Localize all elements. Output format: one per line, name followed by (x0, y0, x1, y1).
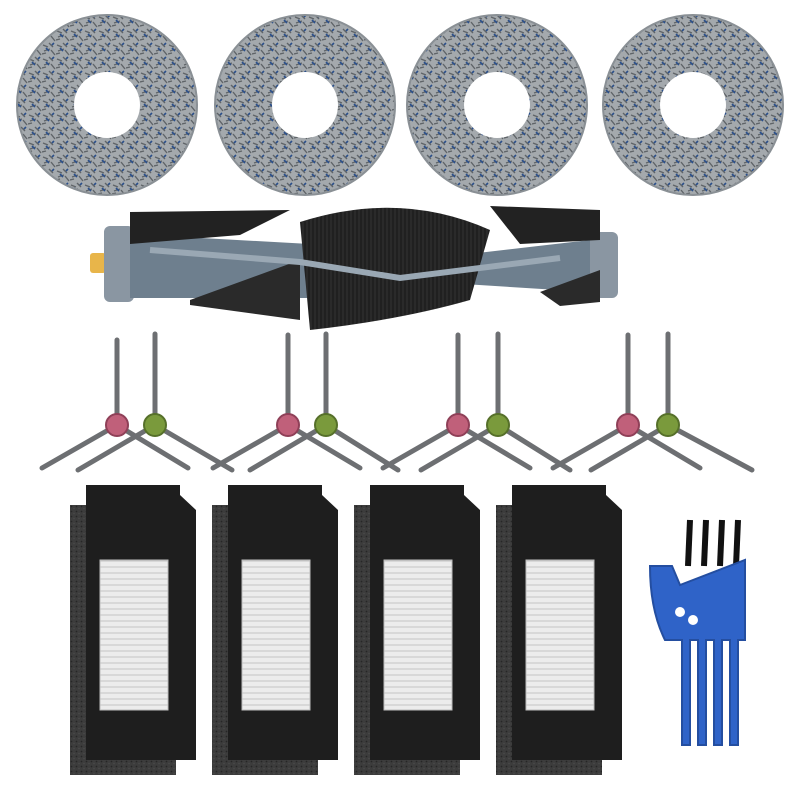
filter-hepa-media (241, 559, 311, 711)
hepa-filter (354, 485, 480, 775)
brush-end-cap-left (104, 226, 134, 302)
filter-hepa-media (383, 559, 453, 711)
filter-hepa-media (525, 559, 595, 711)
mop-pad (406, 14, 588, 196)
cleaning-tool-bristles (685, 519, 741, 567)
brush-bristles (300, 207, 490, 330)
mop-pad (214, 14, 396, 196)
side-brushes (39, 331, 755, 473)
side-brush (550, 332, 703, 471)
mop-pad (602, 14, 784, 196)
filter-hepa-media (99, 559, 169, 711)
hepa-filter (70, 485, 196, 775)
hepa-filter (212, 485, 338, 775)
mop-pads (16, 14, 784, 196)
hepa-filter (496, 485, 622, 775)
hepa-filters (70, 485, 622, 775)
side-brush (39, 337, 191, 471)
main-roller-brush (90, 206, 618, 330)
side-brush (210, 332, 363, 471)
cleaning-tool-hole (675, 607, 685, 617)
side-brush (247, 331, 401, 473)
cleaning-tool (648, 519, 746, 746)
side-brush (588, 331, 755, 473)
cleaning-tool-hole (688, 615, 698, 625)
brush-axle (90, 253, 106, 273)
side-brush (380, 332, 533, 471)
mop-pad (16, 14, 198, 196)
cleaning-tool-body (648, 558, 746, 746)
